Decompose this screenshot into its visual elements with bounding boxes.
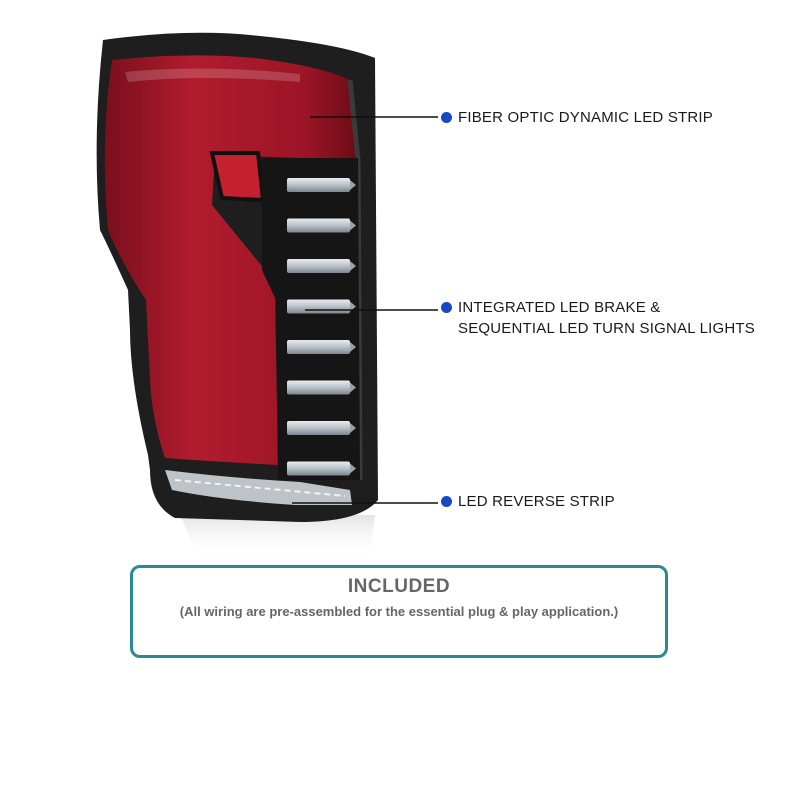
callout-dot-icon [441, 496, 452, 507]
callout-dot-icon [441, 302, 452, 313]
lens-highlight-shape [125, 68, 300, 82]
product-image [96, 32, 438, 560]
reflection-shape [180, 515, 375, 560]
led-bar-tip [350, 220, 356, 231]
led-bar [287, 178, 350, 192]
included-subtitle: (All wiring are pre-assembled for the es… [179, 604, 619, 619]
led-bar-tip [350, 382, 356, 393]
callout-brake-turn-lights: INTEGRATED LED BRAKE & SEQUENTIAL LED TU… [441, 297, 755, 339]
led-bar [287, 340, 350, 354]
led-bar [287, 421, 350, 435]
callout-label: LED REVERSE STRIP [458, 493, 615, 510]
tail-light-illustration [96, 32, 438, 560]
led-bar-tip [350, 423, 356, 433]
callout-fiber-optic-strip: FIBER OPTIC DYNAMIC LED STRIP [441, 107, 713, 128]
included-box: INCLUDED (All wiring are pre-assembled f… [130, 565, 668, 658]
led-bar-tip [350, 261, 356, 271]
included-title: INCLUDED [347, 576, 451, 597]
red-lens-shape [104, 55, 355, 466]
led-bar-tip [350, 301, 356, 312]
callout-reverse-strip: LED REVERSE STRIP [441, 491, 615, 512]
callout-label-line2: SEQUENTIAL LED TURN SIGNAL LIGHTS [458, 320, 755, 337]
led-bar [287, 299, 350, 314]
callout-label: FIBER OPTIC DYNAMIC LED STRIP [458, 109, 713, 126]
led-bar [287, 380, 350, 395]
led-bar [287, 259, 350, 273]
led-column-shape [262, 158, 360, 480]
led-bar-tip [350, 342, 356, 352]
led-bar [287, 461, 350, 476]
led-bar-tip [350, 180, 356, 190]
led-bar-tip [350, 463, 356, 474]
callout-label-line1: INTEGRATED LED BRAKE & [458, 299, 661, 316]
reflector-shape [209, 151, 266, 203]
led-bar [287, 218, 350, 233]
callout-dot-icon [441, 112, 452, 123]
